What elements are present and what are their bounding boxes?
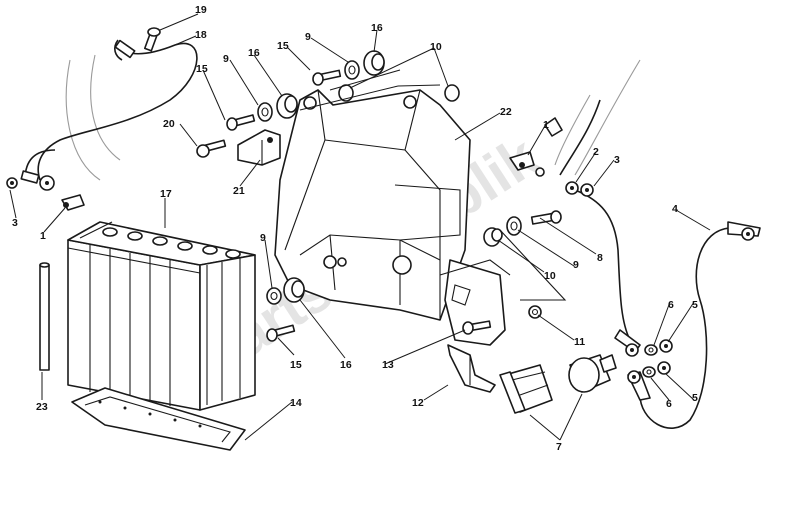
callout-8: 8 [597,252,603,264]
callout-15: 15 [290,359,302,371]
washer-9-upper-left [257,102,273,122]
callout-3: 3 [12,217,18,229]
callout-22: 22 [500,106,512,118]
nut-5-upper [659,339,673,353]
callout-5: 5 [692,299,698,311]
callout-10: 10 [430,41,442,53]
callout-15: 15 [277,40,289,52]
callout-14: 14 [290,397,302,409]
callout-6: 6 [668,299,674,311]
screw-15-top [312,69,342,86]
callout-17: 17 [160,188,172,200]
washer-9-top [344,60,360,80]
battery-cable-18 [24,39,198,181]
callout-9: 9 [573,259,579,271]
screw-15-lower [266,324,296,342]
grommet-16-upper-left [276,93,298,119]
callout-9: 9 [260,232,266,244]
callout-1: 1 [40,230,46,242]
grommet-16-lower [283,277,305,303]
callout-labels: 19 18 16 9 15 10 9 16 15 20 22 1 2 3 21 … [12,4,698,453]
callout-4: 4 [672,203,678,215]
callout-7: 7 [556,441,562,453]
callout-9: 9 [223,53,229,65]
grommet-16-top [363,50,385,76]
rod-23 [39,262,50,371]
callout-5: 5 [692,392,698,404]
bracket-21 [237,129,281,166]
positive-cable [565,181,641,357]
battery-17 [67,221,256,411]
callout-13: 13 [382,359,394,371]
callout-3: 3 [614,154,620,166]
callout-12: 12 [412,397,424,409]
ground-cable-4 [627,221,761,429]
screw-8 [530,210,562,225]
bracket-1-upper [544,117,563,137]
washer-6-upper [644,344,658,356]
nut-3-right [580,183,594,197]
callout-2: 2 [593,146,599,158]
callout-9: 9 [305,31,311,43]
washer-6-lower [642,366,656,378]
battery-pad-14 [71,387,246,451]
screw-15-upper [226,114,256,131]
screw-13 [462,320,492,335]
bracket-12 [447,344,496,393]
callout-1: 1 [543,119,549,131]
bushing-10-top-b [444,84,460,102]
leader-lines [9,13,711,441]
cable-top-right [509,99,601,177]
screw-19 [143,27,161,52]
callout-10: 10 [544,270,556,282]
frame-outline-right [574,59,641,176]
washer-9-right [506,216,522,236]
bushing-10-right [483,227,503,247]
frame-outline-left-2 [90,54,121,161]
battery-tray-bracket-22 [274,89,471,321]
callout-21: 21 [233,185,245,197]
callout-23: 23 [36,401,48,413]
frame-outline-right-2 [554,94,591,166]
starter-relay-7 [499,354,617,414]
frame-outline-left [65,59,101,181]
nut-5-lower [657,361,671,375]
terminal-cluster-left [6,170,85,211]
callout-16: 16 [340,359,352,371]
callout-20: 20 [163,118,175,130]
callout-18: 18 [195,29,207,41]
callout-19: 19 [195,4,207,16]
screw-20 [196,139,227,158]
callout-11: 11 [574,336,585,348]
callout-16: 16 [371,22,383,34]
callout-6: 6 [666,398,672,410]
callout-16: 16 [248,47,260,59]
callout-15: 15 [196,63,208,75]
washer-9-lower [266,287,282,305]
